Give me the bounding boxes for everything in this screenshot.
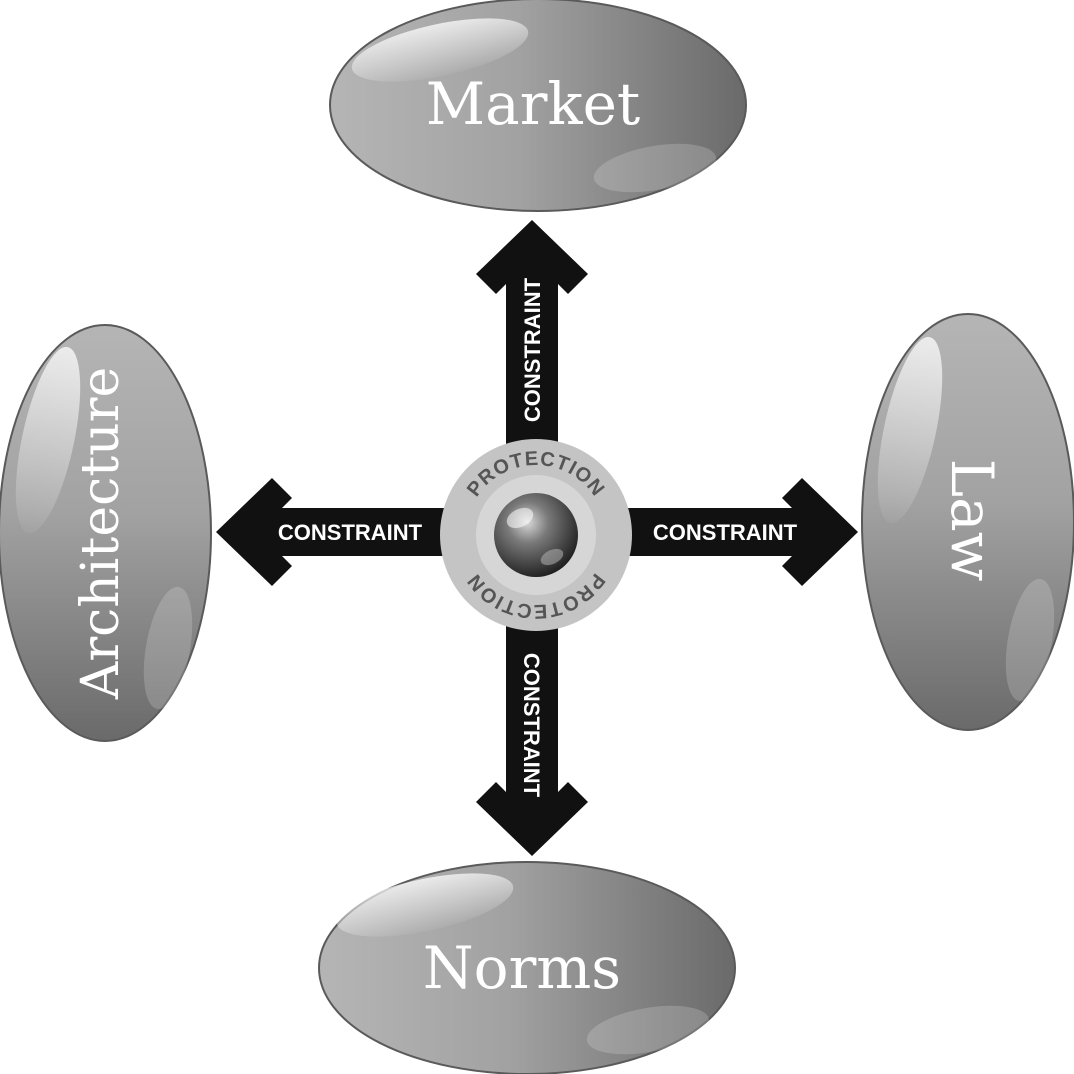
arrow-down: CONSTRAINT (476, 620, 588, 856)
norms-label: Norms (423, 934, 621, 1002)
market-label: Market (426, 70, 640, 138)
norms-node: Norms (318, 861, 736, 1074)
arrow-left-label: CONSTRAINT (278, 520, 423, 545)
center-sphere (494, 493, 578, 577)
law-node: Law (861, 313, 1074, 731)
arrow-up-label: CONSTRAINT (520, 277, 545, 422)
architecture-node: Architecture (0, 324, 212, 742)
arrow-right: CONSTRAINT (620, 478, 858, 586)
architecture-label: Architecture (71, 367, 131, 700)
law-label: Law (938, 459, 1006, 582)
center-protection: PROTECTION PROTECTION (440, 439, 632, 631)
arrow-up: CONSTRAINT (476, 220, 588, 450)
arrow-right-label: CONSTRAINT (653, 520, 798, 545)
market-node: Market (329, 0, 747, 212)
arrow-down-label: CONSTRAINT (519, 653, 544, 798)
arrow-left: CONSTRAINT (216, 478, 450, 586)
